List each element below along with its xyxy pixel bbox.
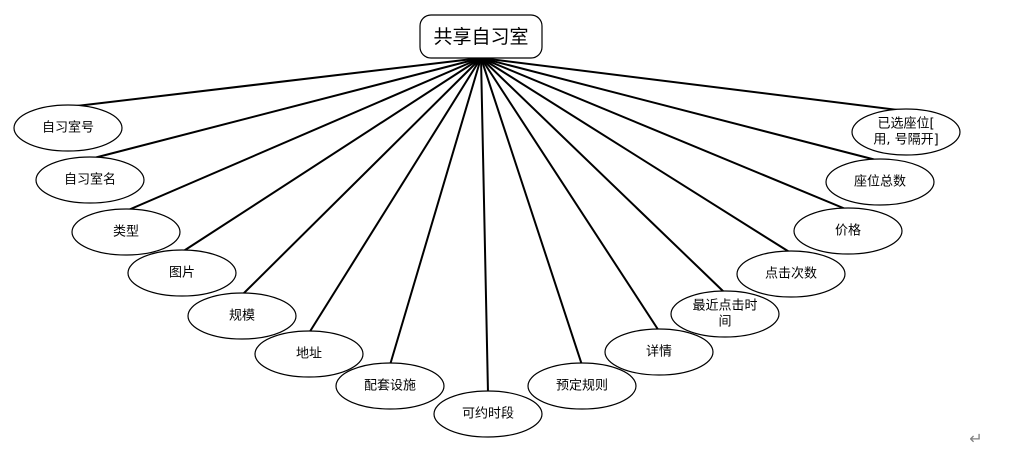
edge-address [308, 57, 482, 334]
edge-price [480, 57, 849, 211]
attribute-label: 座位总数 [854, 175, 906, 190]
attribute-label: 自习室名 [64, 172, 116, 188]
edge-type [125, 57, 482, 212]
attribute-node-details: 详情 [604, 328, 714, 376]
entity-node-shared-study-room: 共享自习室 [419, 14, 543, 59]
attribute-ellipse [254, 330, 364, 378]
edge-click-count [480, 57, 792, 254]
attribute-ellipse [35, 156, 145, 204]
attribute-ellipse [71, 208, 181, 256]
edge-facilities [389, 57, 482, 366]
attribute-label: 最近点击时间 [692, 299, 757, 330]
attribute-label: 类型 [113, 225, 139, 240]
attribute-label: 已选座位[用, 号隔开] [873, 117, 938, 148]
attribute-label: 自习室号 [42, 120, 94, 136]
attribute-label-line: 最近点击时 [692, 299, 757, 314]
attribute-label: 点击次数 [765, 266, 817, 282]
attribute-node-scale: 规模 [187, 292, 297, 340]
attribute-label: 可约时段 [462, 407, 514, 422]
attribute-ellipse [604, 328, 714, 376]
attribute-label: 价格 [835, 223, 861, 239]
attribute-ellipse [527, 362, 637, 410]
attribute-node-room-name: 自习室名 [35, 156, 145, 204]
attribute-label-line: 间 [718, 315, 731, 330]
attribute-label: 规模 [229, 309, 255, 324]
attribute-node-type: 类型 [71, 208, 181, 256]
attribute-ellipse [127, 249, 237, 297]
attribute-ellipse [825, 158, 935, 206]
attribute-ellipse [851, 108, 961, 156]
edge-scale [241, 57, 482, 296]
edge-total-seats [480, 57, 881, 162]
attribute-ellipse [433, 390, 543, 438]
edge-details [480, 57, 660, 332]
edge-layer [67, 57, 907, 394]
attribute-node-slots: 可约时段 [433, 390, 543, 438]
attribute-node-room-no: 自习室号 [13, 104, 123, 152]
attribute-node-total-seats: 座位总数 [825, 158, 935, 206]
attribute-ellipse [793, 207, 903, 255]
edge-selected-seats [480, 57, 907, 112]
edge-image [181, 57, 482, 253]
attribute-label-line: 已选座位[ [877, 117, 934, 132]
attribute-node-selected-seats: 已选座位[用, 号隔开] [851, 108, 961, 156]
attribute-ellipse [13, 104, 123, 152]
attribute-node-last-click: 最近点击时间 [670, 290, 780, 338]
attribute-ellipse [187, 292, 297, 340]
attribute-node-click-count: 点击次数 [736, 250, 846, 298]
edge-room-no [67, 57, 482, 108]
paragraph-return-icon: ↵ [969, 429, 982, 448]
entity-label: 共享自习室 [433, 26, 528, 48]
attribute-ellipse [335, 362, 445, 410]
attribute-node-price: 价格 [793, 207, 903, 255]
attribute-label: 图片 [169, 266, 195, 281]
edge-room-name [89, 57, 482, 160]
attribute-ellipse [736, 250, 846, 298]
attribute-node-facilities: 配套设施 [335, 362, 445, 410]
edge-rules [480, 57, 583, 366]
edge-last-click [480, 57, 726, 294]
attribute-label: 详情 [646, 345, 672, 360]
attribute-label: 预定规则 [556, 379, 608, 394]
attribute-label: 地址 [296, 347, 322, 362]
entity-box [419, 14, 543, 59]
attribute-node-rules: 预定规则 [527, 362, 637, 410]
attribute-label-line: 用, 号隔开] [873, 133, 938, 148]
edge-slots [480, 57, 489, 394]
attribute-label: 配套设施 [364, 378, 416, 394]
attribute-node-address: 地址 [254, 330, 364, 378]
attribute-node-image: 图片 [127, 249, 237, 297]
attribute-ellipse [670, 290, 780, 338]
